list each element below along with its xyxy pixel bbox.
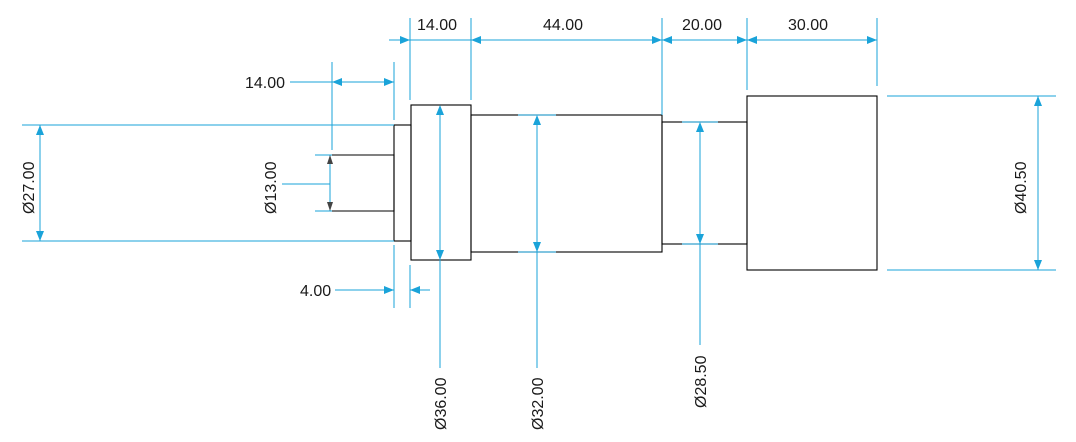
section-28-5	[661, 121, 748, 245]
dim-dia-36-label: Ø36.00	[433, 377, 450, 430]
stub-bore-outline	[332, 154, 395, 212]
dim-dia-32-label: Ø32.00	[530, 377, 547, 430]
dimension-labels: 14.00 44.00 20.00 30.00 14.00 4.00 Ø27.0…	[21, 17, 1030, 430]
collar-27	[393, 124, 412, 242]
section-36	[410, 104, 472, 261]
dim-dia-13-label: Ø13.00	[263, 161, 280, 214]
dimension-lines	[22, 18, 1056, 368]
dim-stub-14-label: 14.00	[245, 75, 285, 92]
dim-dia-40-5-label: Ø40.50	[1013, 161, 1030, 214]
section-40-5	[746, 95, 878, 271]
dim-length-20-label: 20.00	[682, 17, 722, 34]
shaft-outline	[332, 95, 878, 271]
section-32	[470, 114, 663, 253]
dim-length-44-label: 44.00	[543, 17, 583, 34]
dim-dia-28-5-label: Ø28.50	[693, 355, 710, 408]
dim-length-30-label: 30.00	[788, 17, 828, 34]
dim-dia-27-label: Ø27.00	[21, 161, 38, 214]
dim-step-14-label: 14.00	[417, 17, 457, 34]
dim-offset-4-label: 4.00	[300, 283, 331, 300]
